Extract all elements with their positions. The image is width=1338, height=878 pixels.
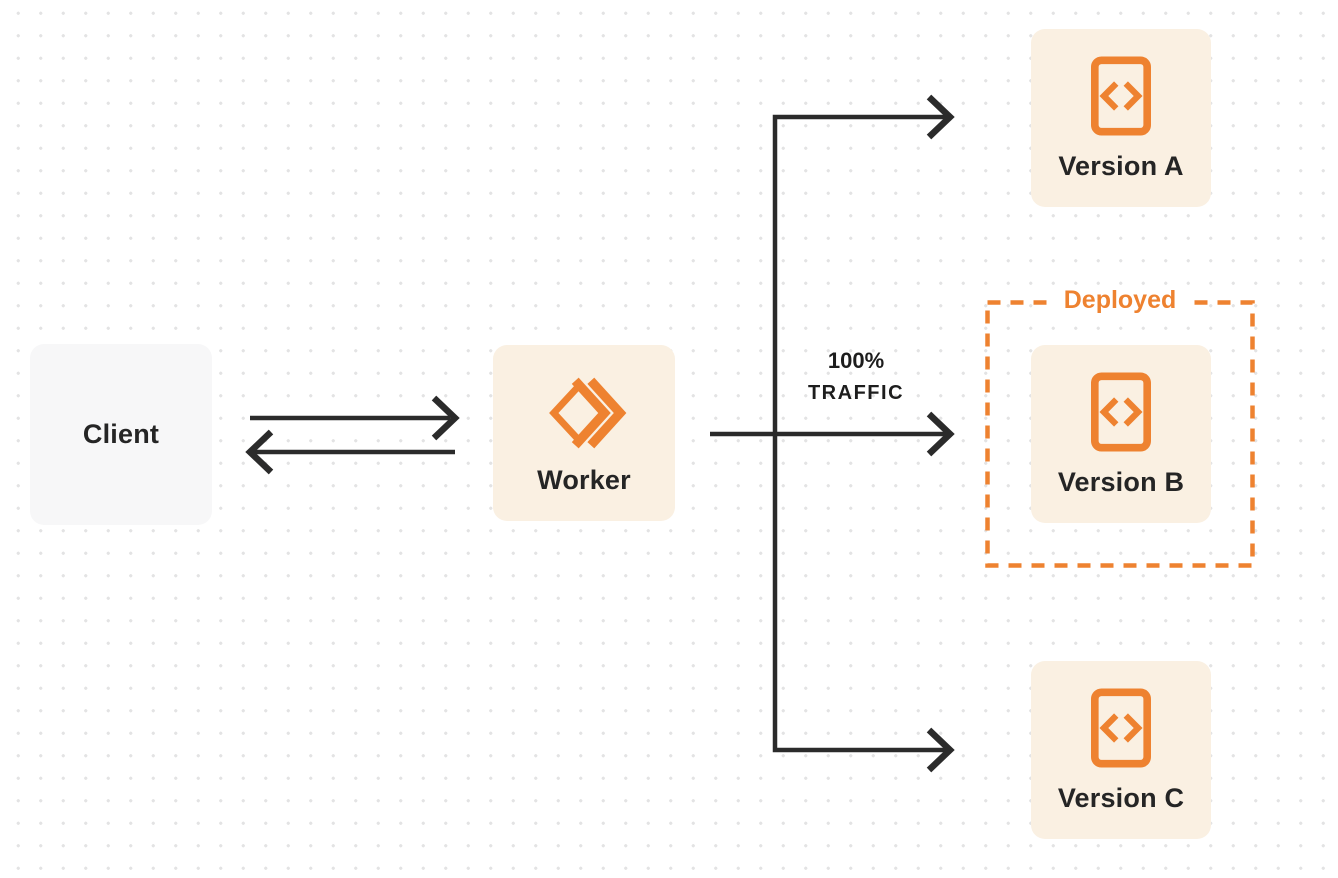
version-b-node-label: Version B xyxy=(1057,467,1185,497)
traffic-word-text: TRAFFIC xyxy=(807,382,905,404)
traffic-annotation: 100% TRAFFIC xyxy=(796,348,916,404)
code-file-icon xyxy=(1091,56,1151,136)
version-c-node-label: Version C xyxy=(1057,783,1185,813)
client-node-label: Client xyxy=(82,419,160,449)
deployed-region: Deployed xyxy=(985,285,1255,568)
worker-node: Worker xyxy=(493,345,675,521)
deployed-dashed-border xyxy=(985,300,1255,568)
version-a-node-label: Version A xyxy=(1058,151,1184,181)
arrow-branch-to-version-a-and-c xyxy=(772,94,955,773)
code-file-icon xyxy=(1091,372,1151,452)
workers-chevron-logo-icon xyxy=(549,377,627,449)
version-c-node: Version C xyxy=(1031,661,1211,839)
version-b-node: Version B xyxy=(1031,345,1211,523)
version-a-node: Version A xyxy=(1031,29,1211,207)
traffic-percent-text: 100% xyxy=(827,348,885,373)
code-file-icon xyxy=(1091,688,1151,768)
arrow-worker-to-client xyxy=(245,429,455,475)
deployed-label: Deployed xyxy=(1049,285,1191,315)
client-node: Client xyxy=(30,344,212,525)
arrow-client-to-worker xyxy=(250,395,460,441)
worker-node-label: Worker xyxy=(537,465,631,495)
arrow-worker-to-version-b xyxy=(710,411,955,457)
